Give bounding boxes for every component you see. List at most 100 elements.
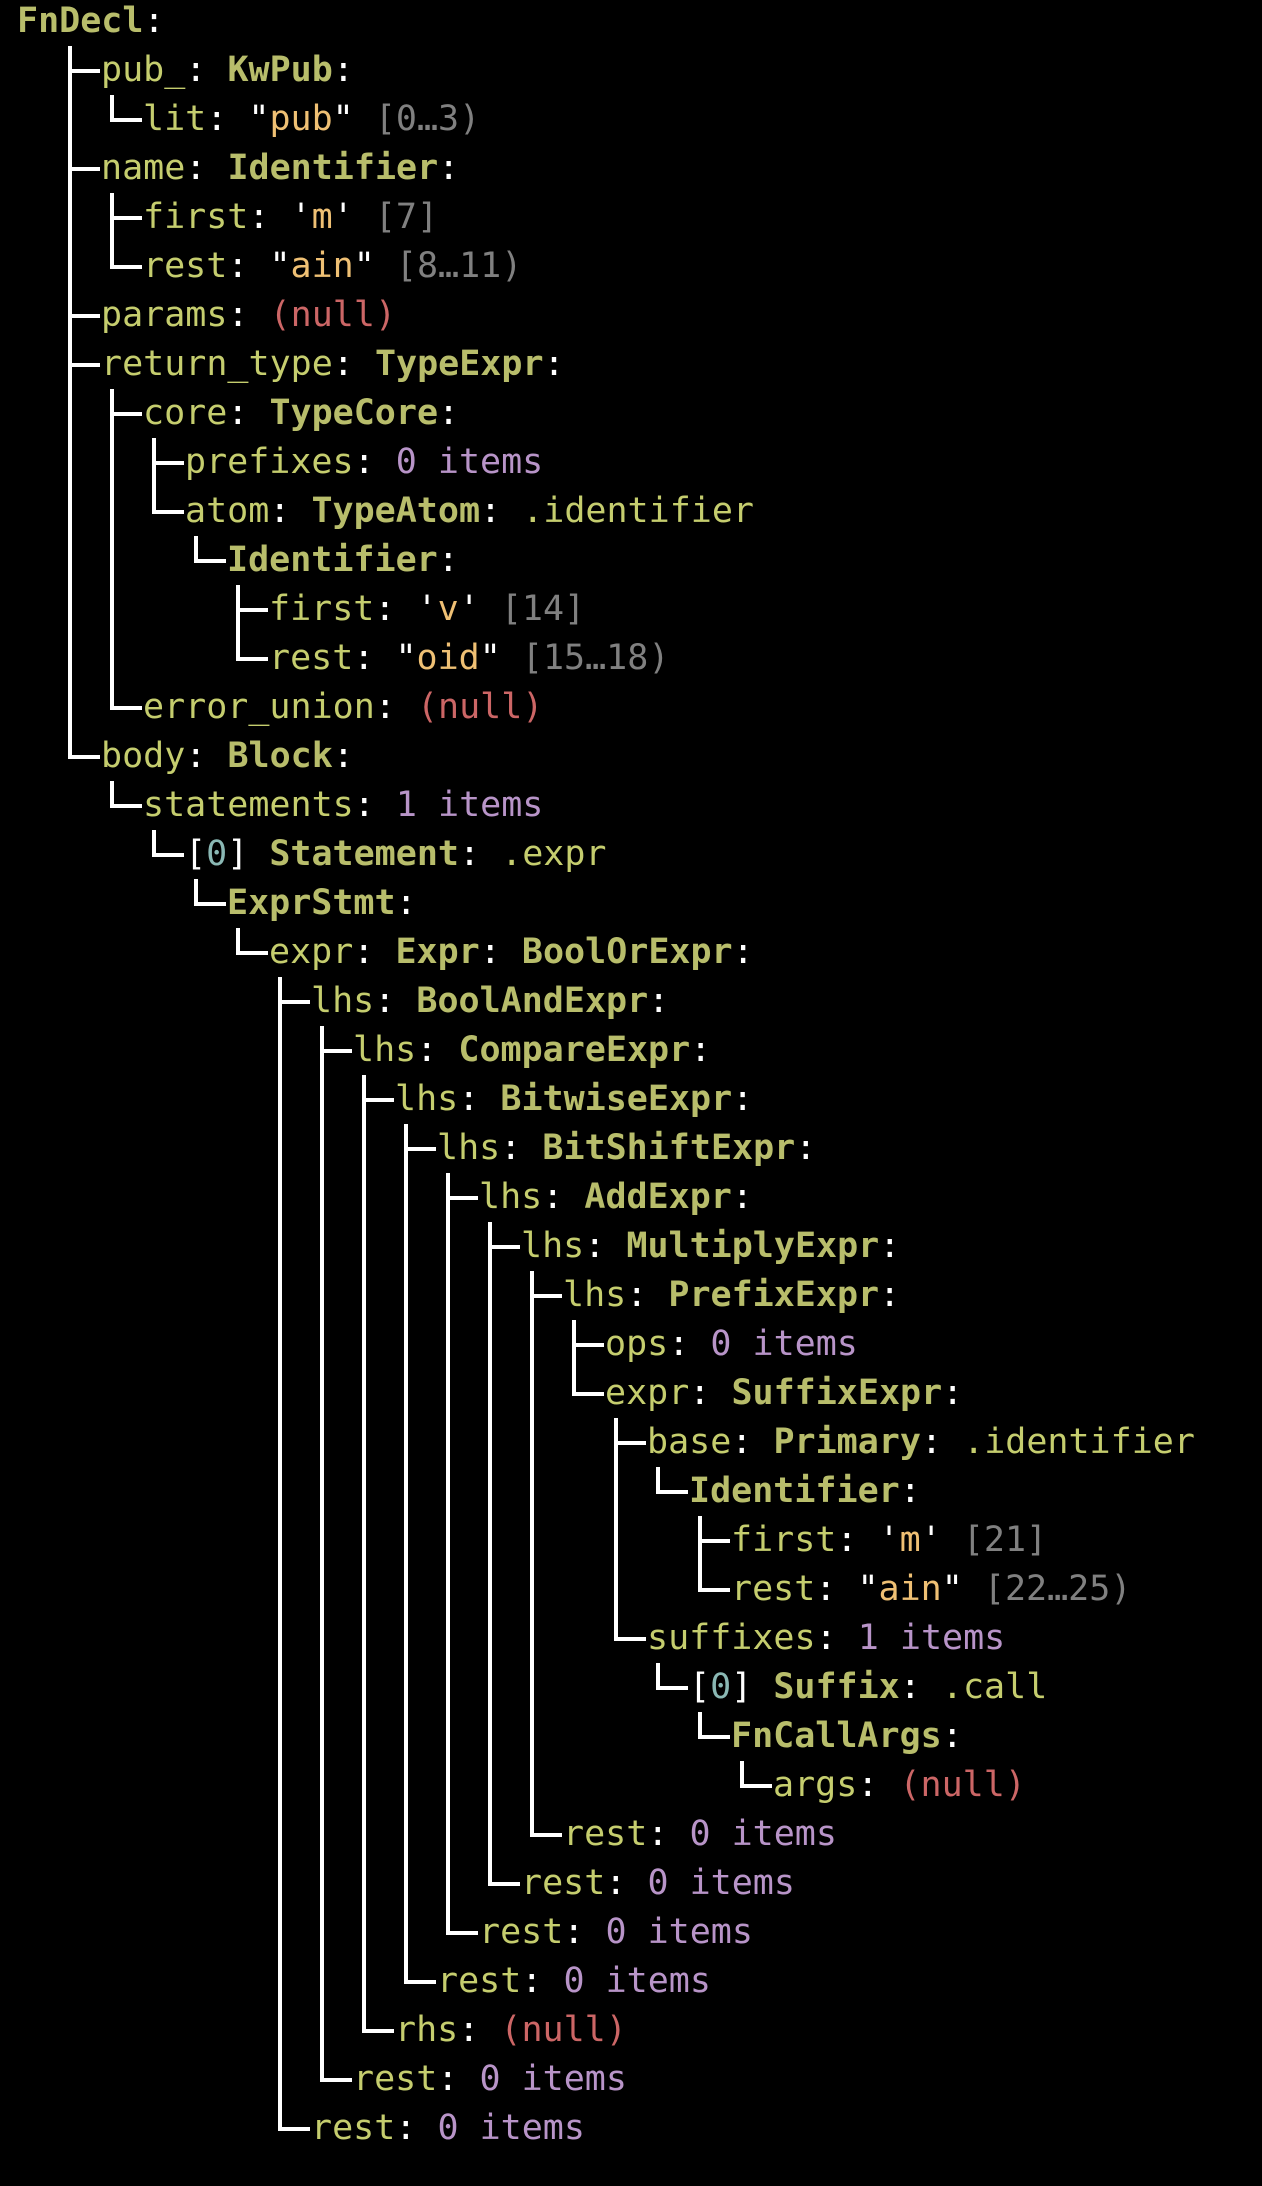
label-string: m [899,1520,921,1560]
label-punct: : [732,1079,754,1119]
label-type: Primary [773,1422,921,1462]
node-label: return_type: TypeExpr: [101,340,565,389]
tree-branch-connector [236,951,268,955]
tree-row-field-first: first: 'm' [7] [0,193,1262,242]
tree-guide-line [278,2006,282,2055]
label-punct: ' [416,589,438,629]
label-type: TypeExpr [374,344,544,384]
tree-branch-connector [110,265,142,269]
tree-branch-connector [236,608,268,612]
label-punct: " [479,638,501,678]
tree-guide-line [614,1565,618,1614]
tree-guide-line [320,1124,324,1173]
tree-guide-line [446,1810,450,1859]
label-type: ExprStmt [227,883,396,923]
tree-guide-line [362,1810,366,1859]
label-punct: : [227,393,270,433]
label-tag: .identifier [963,1422,1195,1462]
tree-guide-line [278,1173,282,1222]
label-punct: : [647,1814,690,1854]
tree-branch-connector [68,314,100,318]
label-field: first [143,197,249,237]
tree-row-field-rest: rest: "ain" [22…25) [0,1565,1262,1614]
node-label: expr: SuffixExpr: [605,1369,963,1418]
tree-corner-connector [572,1369,576,1396]
node-label: lhs: BoolAndExpr: [311,977,669,1026]
tree-row-node-fncallargs: FnCallArgs: [0,1712,1262,1761]
tree-branch-connector [110,804,142,808]
node-label: statements: 1 items [143,781,543,830]
node-label: rest: 0 items [563,1810,837,1859]
label-punct: : [689,1373,732,1413]
tree-row-node-fndecl: FnDecl: [0,0,1262,46]
tree-guide-line [278,1222,282,1271]
tree-guide-line [320,1614,324,1663]
tree-guide-line [68,683,72,732]
tree-guide-line [530,1663,534,1712]
label-null: (null) [500,2010,627,2050]
node-label: params: (null) [101,291,396,340]
tree-branch-connector [68,69,100,73]
tree-branch-connector [572,1343,604,1347]
label-punct: : [437,540,459,580]
label-field: lhs [395,1079,459,1119]
tree-guide-line [68,487,72,536]
tree-guide-line [278,1761,282,1810]
tree-guide-line [530,1369,534,1418]
tree-guide-line [362,1761,366,1810]
label-punct: : [458,2010,501,2050]
label-punct: : [143,1,165,41]
label-punct: : [353,638,396,678]
label-punct: : [815,1569,858,1609]
tree-branch-connector [530,1294,562,1298]
tree-guide-line [68,536,72,585]
label-count: 0 items [437,2108,585,2148]
tree-guide-line [446,1418,450,1467]
label-punct: " [248,99,270,139]
label-type: PrefixExpr [668,1275,880,1315]
tree-corner-connector [152,830,156,857]
tree-guide-line [362,1614,366,1663]
label-string: m [311,197,333,237]
label-field: rest [479,1912,564,1952]
tree-guide-line [404,1369,408,1418]
tree-guide-line [362,1124,366,1173]
tree-row-field-lhs: lhs: AddExpr: [0,1173,1262,1222]
label-field: first [731,1520,837,1560]
tree-branch-connector [110,216,142,220]
label-field: return_type [101,344,333,384]
label-field: prefixes [185,442,354,482]
tree-branch-connector [68,167,100,171]
node-label: first: 'v' [14] [269,585,585,634]
tree-row-field-suffixes: suffixes: 1 items [0,1614,1262,1663]
tree-branch-connector [530,1833,562,1837]
tree-branch-connector [740,1784,772,1788]
label-type: Suffix [773,1667,900,1707]
tree-branch-connector [110,412,142,416]
tree-branch-connector [362,2029,394,2033]
label-type: CompareExpr [458,1030,691,1070]
label-field: statements [143,785,354,825]
label-null: (null) [269,295,397,335]
tree-guide-line [110,438,114,487]
label-field: lhs [311,981,375,1021]
label-type: BitShiftExpr [542,1128,796,1168]
label-field: expr [269,932,354,972]
label-punct: ' [458,589,480,629]
label-type: AddExpr [584,1177,732,1217]
tree-branch-connector [152,461,184,465]
label-punct: : [690,1030,712,1070]
node-label: atom: TypeAtom: .identifier [185,487,754,536]
label-string: ain [878,1569,942,1609]
tree-branch-connector [320,1049,352,1053]
tree-corner-connector [446,1908,450,1935]
label-punct: : [185,736,228,776]
tree-guide-line [446,1320,450,1369]
tree-corner-connector [68,732,72,759]
tree-corner-connector [698,1712,702,1739]
tree-guide-line [278,1908,282,1957]
label-punct: : [416,1030,459,1070]
node-label: error_union: (null) [143,683,543,732]
tree-guide-line [488,1565,492,1614]
tree-guide-line [488,1712,492,1761]
